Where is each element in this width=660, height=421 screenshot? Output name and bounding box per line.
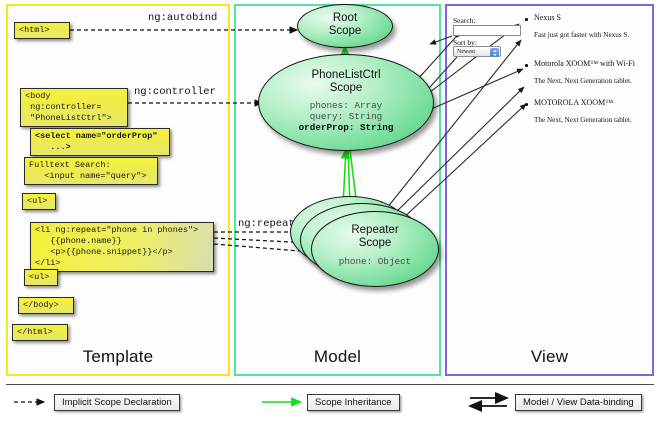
scope-repeater: Repeater Scope phone: Object xyxy=(311,211,439,287)
scope-phonelistctrl-title-2: Scope xyxy=(329,81,363,94)
label-ng-repeat: ng:repeat xyxy=(238,218,295,230)
scope-phonelistctrl-prop-1: query: String xyxy=(309,111,383,123)
panel-view xyxy=(445,4,654,376)
scope-phonelistctrl-prop-0: phones: Array xyxy=(309,99,383,111)
code-box-html-close: </html> xyxy=(12,324,68,341)
scope-phonelistctrl-prop-2: orderProp: String xyxy=(298,122,394,134)
legend-divider xyxy=(6,384,654,385)
scope-repeater-prop-0: phone: Object xyxy=(338,255,412,267)
panel-template xyxy=(6,4,230,376)
code-box-body-close: </body> xyxy=(18,297,74,314)
view-phone-snippet-1: The Next, Next Generation tablet. xyxy=(534,77,632,85)
code-box-body-open: <body ng:controller= "PhoneListCtrl"> xyxy=(20,88,128,127)
scope-phonelistctrl: PhoneListCtrl Scope phones: Array query:… xyxy=(258,54,434,151)
view-phone-snippet-2: The Next, Next Generation tablet. xyxy=(534,116,632,124)
connector-databinding-repeat-3 xyxy=(399,103,527,222)
panel-label-template: Template xyxy=(82,347,154,366)
view-sort-label: Sort by: xyxy=(453,38,477,47)
view-phone-snippet-0: Fast just got faster with Nexus S. xyxy=(534,31,630,39)
code-box-ul-open: <ul> xyxy=(22,193,56,210)
scope-root-title-2: Scope xyxy=(328,24,362,37)
legend-item-model-view-data-binding: Model / View Data-binding xyxy=(515,394,642,411)
view-search-label: Search: xyxy=(453,16,476,25)
panel-label-view: View xyxy=(530,347,569,366)
legend-arrow-double xyxy=(468,392,509,412)
label-ng-controller: ng:controller xyxy=(134,86,216,98)
code-box-ul-close: <ul> xyxy=(24,269,58,286)
list-bullet xyxy=(525,64,528,67)
sort-select-value: Newest xyxy=(457,49,475,55)
legend-item-scope-inheritance: Scope Inheritance xyxy=(307,394,400,411)
view-phone-name-0[interactable]: Nexus S xyxy=(534,13,561,22)
connector-databinding-view-search xyxy=(429,35,453,45)
chevron-updown-icon xyxy=(490,48,499,57)
code-box-fulltext-search: Fulltext Search: <input name="query"> xyxy=(24,157,158,185)
panel-label-model: Model xyxy=(313,347,362,366)
legend-item-implicit-scope-declaration: Implicit Scope Declaration xyxy=(54,394,180,411)
code-box-html-open: <html> xyxy=(14,22,70,39)
label-ng-autobind: ng:autobind xyxy=(148,12,218,24)
view-phone-name-1[interactable]: Motorola XOOM™ with Wi-Fi xyxy=(534,59,635,68)
scope-repeater-title-2: Scope xyxy=(358,236,392,249)
sort-select[interactable]: Newest xyxy=(453,46,501,57)
list-bullet xyxy=(525,103,528,106)
connector-databinding-repeat-1 xyxy=(382,39,522,214)
scope-phonelistctrl-title-1: PhoneListCtrl xyxy=(311,69,381,81)
code-box-li-repeat: <li ng:repeat="phone in phones"> {{phone… xyxy=(30,222,214,272)
code-box-select: <select name="orderProp" ...> xyxy=(30,128,170,156)
scope-root-title-1: Root xyxy=(332,12,358,24)
scope-root: Root Scope xyxy=(297,4,393,48)
search-input[interactable] xyxy=(453,25,521,36)
view-phone-name-2[interactable]: MOTOROLA XOOM™ xyxy=(534,98,614,107)
scope-repeater-title-1: Repeater xyxy=(351,224,399,236)
connector-databinding-repeat-2 xyxy=(391,86,525,217)
list-bullet xyxy=(525,18,528,21)
